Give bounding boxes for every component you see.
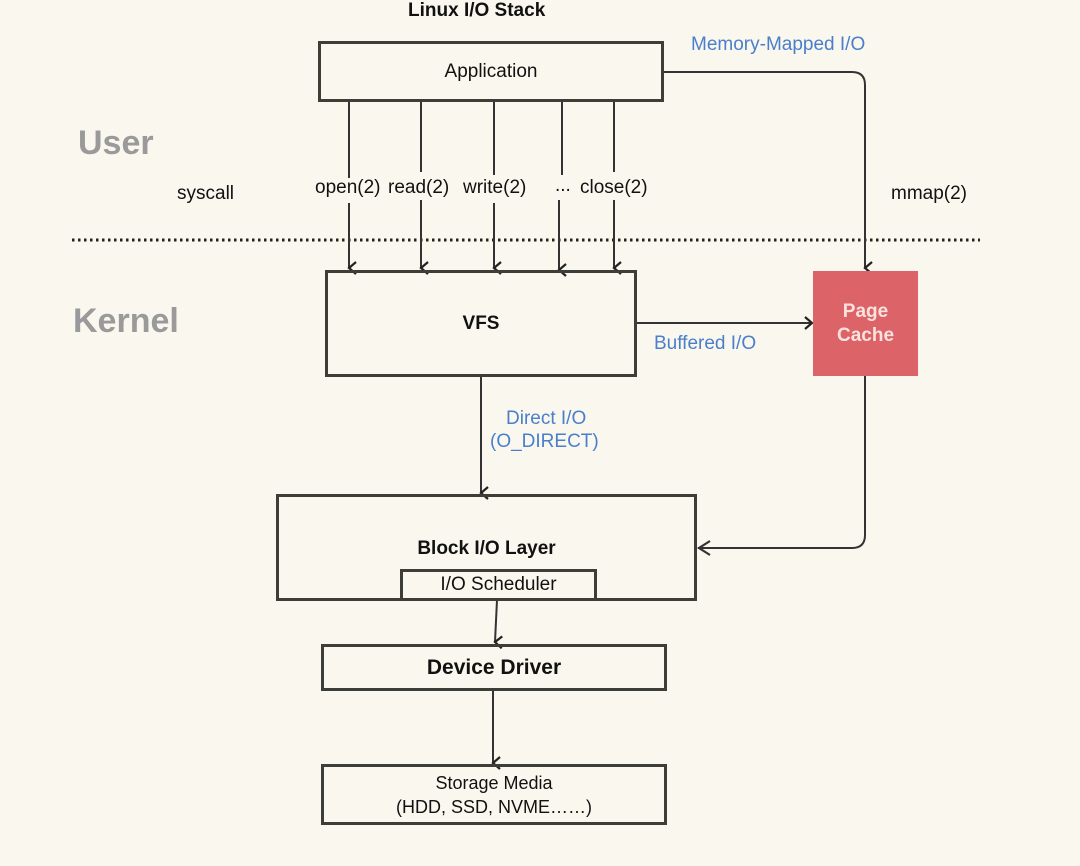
vfs-box: VFS — [325, 270, 637, 377]
io-scheduler-label: I/O Scheduler — [440, 574, 557, 595]
buffered-io-label: Buffered I/O — [654, 333, 757, 354]
syscall-label: syscall — [177, 183, 235, 204]
application-box: Application — [318, 41, 664, 102]
page-cache-arrowhead — [696, 540, 711, 556]
mmap-label: mmap(2) — [891, 183, 968, 204]
diagram-title: Linux I/O Stack — [408, 0, 546, 21]
page-cache-label-line1: Page — [842, 300, 889, 322]
kernel-zone-label: Kernel — [73, 302, 179, 340]
page-cache-label-line2: Cache — [836, 324, 895, 346]
o-direct-label: (O_DIRECT) — [490, 431, 599, 452]
syscall-close: close(2) — [580, 177, 648, 198]
direct-io-label: Direct I/O — [506, 408, 587, 429]
storage-media-types: (HDD, SSD, NVME……) — [395, 796, 592, 817]
page-cache-to-block-arrow — [698, 376, 866, 549]
device-driver-box: Device Driver — [321, 644, 667, 691]
scheduler-to-driver-arrow — [493, 599, 503, 650]
io-scheduler-box: I/O Scheduler — [400, 569, 597, 601]
syscall-ellipsis: ... — [555, 175, 571, 196]
mmap-arrow — [663, 71, 873, 275]
storage-media-box: Storage Media (HDD, SSD, NVME……) — [321, 764, 667, 825]
vfs-label: VFS — [462, 312, 500, 334]
block-io-layer-label: Block I/O Layer — [417, 538, 556, 559]
syscall-open: open(2) — [315, 177, 381, 198]
memory-mapped-io-label: Memory-Mapped I/O — [691, 34, 866, 55]
storage-media-label: Storage Media — [435, 772, 553, 793]
page-cache-box: Page Cache — [813, 271, 918, 376]
syscall-write: write(2) — [463, 177, 527, 198]
user-zone-label: User — [78, 124, 154, 162]
syscall-read: read(2) — [388, 177, 450, 198]
device-driver-label: Device Driver — [426, 655, 562, 679]
application-label: Application — [444, 60, 538, 82]
